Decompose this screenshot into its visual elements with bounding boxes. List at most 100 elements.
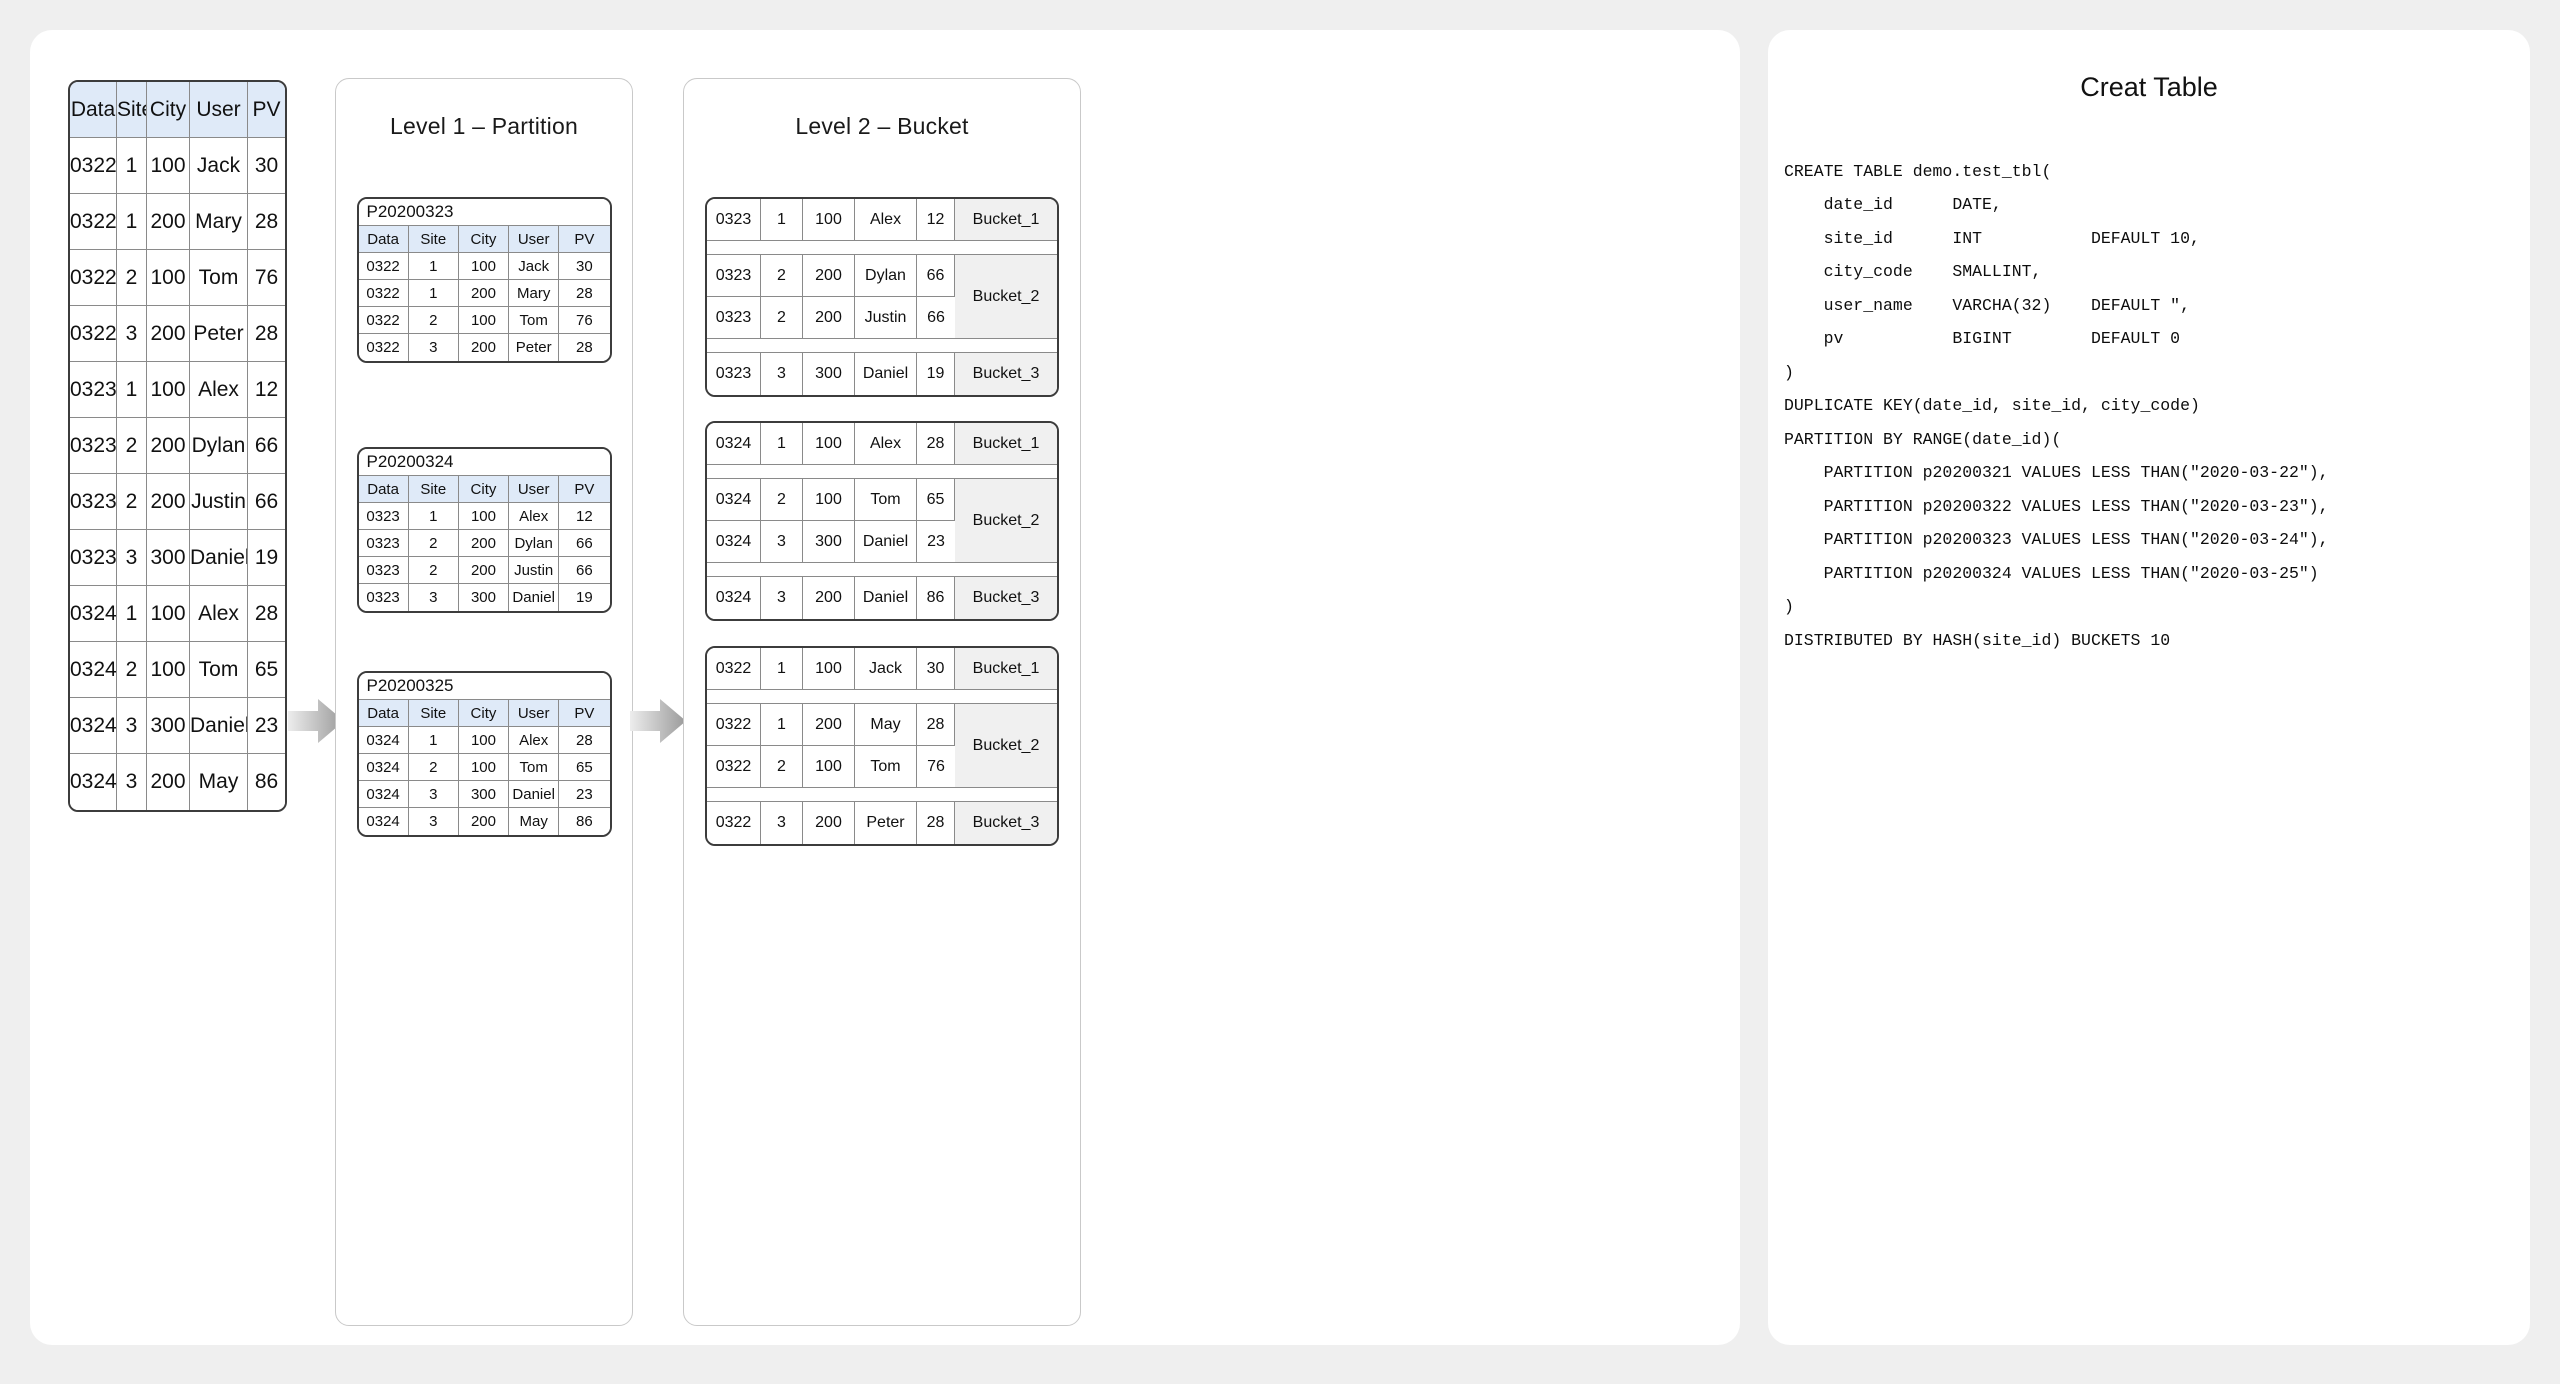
cell-pv: 23 [559, 781, 610, 808]
cell-site: 1 [117, 586, 147, 642]
cell-pv: 28 [917, 423, 955, 465]
source-col-pv: PV [248, 82, 285, 138]
cell-user: Justin [855, 297, 917, 339]
cell-site: 1 [117, 362, 147, 418]
cell-site: 3 [408, 584, 459, 611]
cell-pv: 28 [559, 727, 610, 754]
cell-city: 100 [458, 307, 510, 334]
cell-pv: 28 [248, 586, 285, 642]
cell-pv: 66 [248, 418, 285, 474]
bucket-spacer-row [707, 563, 1057, 577]
cell-pv: 76 [917, 746, 955, 788]
cell-data: 0323 [358, 557, 409, 584]
cell-data: 0322 [707, 704, 761, 746]
cell-user: Alex [190, 362, 248, 418]
cell-pv: 28 [917, 704, 955, 746]
cell-pv: 28 [248, 194, 285, 250]
bucket-spacer-row [707, 465, 1057, 479]
cell-user: Tom [190, 642, 248, 698]
level1-title: Level 1 – Partition [390, 113, 578, 139]
cell-site: 1 [408, 253, 459, 280]
cell-data: 0323 [70, 362, 117, 418]
cell-user: Tom [855, 479, 917, 521]
bucket-spacer-row [707, 788, 1057, 802]
create-table-sql: CREATE TABLE demo.test_tbl( date_id DATE… [1784, 161, 2329, 650]
cell-data: 0324 [358, 781, 409, 808]
cell-pv: 12 [248, 362, 285, 418]
cell-site: 1 [117, 194, 147, 250]
cell-city: 300 [803, 353, 855, 395]
partition-name-row: P20200324 [358, 449, 610, 476]
cell-city: 100 [458, 727, 510, 754]
source-table-wrapper: Data Site City User PV 03221100Jack30032… [68, 80, 287, 812]
cell-data: 0324 [70, 698, 117, 754]
cell-city: 100 [458, 253, 510, 280]
cell-city: 100 [458, 503, 510, 530]
cell-city: 300 [458, 584, 510, 611]
cell-user: Dylan [509, 530, 560, 557]
cell-data: 0324 [707, 577, 761, 619]
cell-pv: 66 [917, 297, 955, 339]
cell-pv: 12 [917, 199, 955, 241]
cell-site: 2 [117, 642, 147, 698]
source-table: Data Site City User PV 03221100Jack30032… [68, 80, 287, 812]
cell-city: 200 [458, 280, 510, 307]
cell-data: 0323 [358, 530, 409, 557]
cell-site: 2 [117, 418, 147, 474]
cell-site: 3 [761, 802, 803, 844]
cell-user: Jack [509, 253, 560, 280]
cell-user: May [190, 754, 248, 810]
cell-city: 200 [147, 754, 190, 810]
cell-data: 0322 [70, 194, 117, 250]
source-col-site: Site [117, 82, 147, 138]
cell-city: 200 [458, 808, 510, 835]
bucket-spacer-row [707, 339, 1057, 353]
partition-name-row: P20200325 [358, 673, 610, 700]
cell-user: Justin [190, 474, 248, 530]
cell-data: 0324 [707, 521, 761, 563]
cell-site: 3 [117, 306, 147, 362]
partition-col-data: Data [358, 476, 409, 503]
cell-site: 2 [761, 746, 803, 788]
cell-pv: 28 [248, 306, 285, 362]
bucket-label: Bucket_1 [955, 648, 1057, 690]
partition-name: P20200325 [358, 673, 610, 700]
cell-data: 0323 [707, 199, 761, 241]
cell-user: Daniel [855, 577, 917, 619]
cell-data: 0324 [707, 423, 761, 465]
cell-pv: 19 [559, 584, 610, 611]
bucket-label: Bucket_3 [955, 353, 1057, 395]
cell-data: 0323 [358, 503, 409, 530]
cell-city: 100 [803, 199, 855, 241]
cell-data: 0324 [358, 754, 409, 781]
bucket-label: Bucket_2 [955, 704, 1057, 788]
cell-site: 2 [761, 255, 803, 297]
cell-user: Alex [855, 199, 917, 241]
cell-user: Daniel [190, 530, 248, 586]
cell-city: 200 [803, 704, 855, 746]
cell-pv: 86 [248, 754, 285, 810]
cell-user: Peter [855, 802, 917, 844]
cell-user: Daniel [855, 353, 917, 395]
